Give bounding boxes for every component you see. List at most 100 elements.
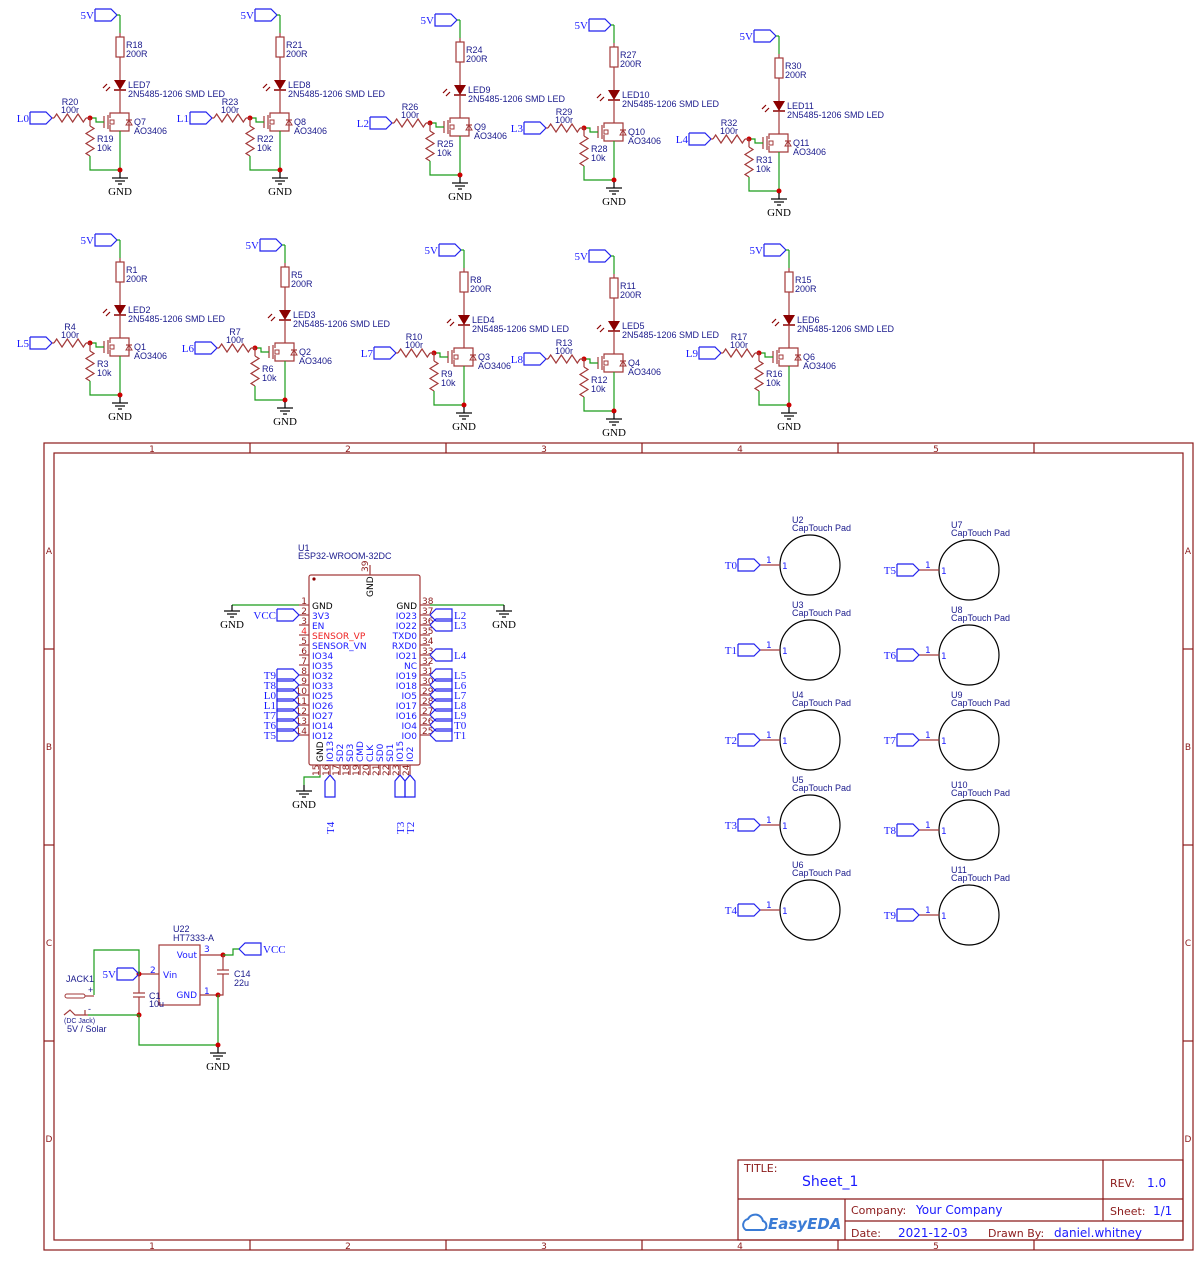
body-diode-wire <box>614 122 624 142</box>
port-flag-icon <box>896 648 920 662</box>
net-port-t4: T4 <box>324 774 337 834</box>
ground-symbol: GND <box>452 407 476 433</box>
net-label: T1 <box>725 645 737 657</box>
pin-number: 1 <box>782 737 788 747</box>
net-label: T6 <box>264 720 277 732</box>
pin-number: 7 <box>301 657 307 667</box>
jack-type-label: (DC Jack) <box>64 1018 95 1025</box>
light-ray-icon <box>446 318 452 324</box>
pin-number: 36 <box>422 617 434 627</box>
value-label: 200R <box>470 284 492 294</box>
touch-pad-icon <box>938 799 1000 861</box>
port-flag-icon <box>588 249 612 263</box>
pulldown-resistor-icon <box>428 360 440 392</box>
value-label: AO3406 <box>793 147 826 157</box>
ground-wire <box>254 386 285 401</box>
port-flag-icon <box>523 121 547 135</box>
date-value: 2021-12-03 <box>898 1226 968 1240</box>
value-label: HT7333-A <box>173 933 214 943</box>
value-label: 10k <box>97 368 112 378</box>
net-label: 5V <box>246 240 260 252</box>
pin-number: 6 <box>301 647 307 657</box>
ground-label: GND <box>108 411 132 423</box>
port-flag-icon <box>116 967 140 981</box>
net-label: T1 <box>454 730 466 742</box>
rev-label: REV: <box>1110 1177 1135 1190</box>
value-label: 200R <box>126 49 148 59</box>
pin-name: IO26 <box>312 702 333 712</box>
ground-symbol: GND <box>767 193 791 219</box>
ref-label: Q2 <box>299 347 311 357</box>
ground-symbol: GND <box>206 1047 230 1073</box>
ground-label: GND <box>767 207 791 219</box>
net-label: L0 <box>264 690 277 702</box>
pin-name: SD3 <box>346 744 356 762</box>
jack-sleeve-icon <box>63 1009 86 1016</box>
port-flag-icon <box>254 8 278 22</box>
pulldown-resistor-icon <box>84 350 96 382</box>
mosfet-body <box>603 129 609 135</box>
ground-wire <box>758 391 789 406</box>
mosfet-body <box>453 354 459 360</box>
pulldown-resistor-icon <box>424 130 436 162</box>
ground-label: GND <box>492 619 516 631</box>
value-label: 100r <box>61 105 79 115</box>
junction-dot <box>117 167 123 173</box>
net-port-t2: T2 <box>725 733 761 747</box>
junction-dot <box>117 392 123 398</box>
pin-name: RXD0 <box>392 642 417 652</box>
ref-label: R25 <box>437 139 454 149</box>
ref-label: Q4 <box>628 358 640 368</box>
pulldown-resistor-icon <box>753 360 765 392</box>
port-flag-icon <box>238 942 262 956</box>
value-label: AO3406 <box>134 351 167 361</box>
pin-number: 22 <box>382 765 392 776</box>
ref-label: LED4 <box>472 315 495 325</box>
pin-name: Vin <box>163 971 177 981</box>
ground-symbol: GND <box>602 182 626 208</box>
pin-name: CMD <box>356 741 366 762</box>
zone-column-label: 2 <box>345 445 351 455</box>
pulldown-resistor-icon <box>743 146 755 178</box>
pin-number: 5 <box>301 637 307 647</box>
value-label: 22u <box>234 978 249 988</box>
ground-wire <box>748 177 779 192</box>
supply-port-5v: 5V <box>81 8 118 22</box>
pin-name: TXD0 <box>392 632 418 642</box>
ground-symbol: GND <box>448 177 472 203</box>
gate-resistor-icon <box>213 112 247 124</box>
pin-name: IO12 <box>312 732 333 742</box>
value-label: 2N5485-1206 SMD LED <box>128 314 226 324</box>
net-port-t5: T5 <box>264 728 300 742</box>
ground-wire <box>583 397 614 412</box>
mosfet-source <box>449 130 460 137</box>
diode-icon <box>619 360 627 367</box>
diode-icon <box>619 129 627 136</box>
supply-port-5v: 5V <box>750 243 787 257</box>
mosfet-drain <box>269 112 280 118</box>
net-label: T0 <box>725 560 738 572</box>
body-diode-wire <box>280 112 290 132</box>
gate-resistor-icon <box>712 133 746 145</box>
ground-label: GND <box>268 186 292 198</box>
diode-icon <box>794 354 802 361</box>
net-port-l3: L3 <box>429 618 467 632</box>
gate-wire <box>255 347 269 353</box>
body-diode-wire <box>779 133 789 153</box>
net-port-t4: T4 <box>725 903 761 917</box>
ref-label: U5 <box>792 775 804 785</box>
ref-label: Q11 <box>793 138 809 148</box>
ref-label: Q7 <box>134 117 146 127</box>
net-port-t1: T1 <box>429 728 466 742</box>
net-label: VCC <box>253 610 276 622</box>
net-label: L8 <box>454 700 467 712</box>
pin-name: IO19 <box>396 672 417 682</box>
touch-pad-icon <box>779 619 841 681</box>
mosfet-source <box>453 360 464 367</box>
net-label: T7 <box>264 710 277 722</box>
body-diode-wire <box>464 347 474 367</box>
jack-plus-label: + <box>88 985 93 995</box>
pin-number: 14 <box>296 727 308 737</box>
